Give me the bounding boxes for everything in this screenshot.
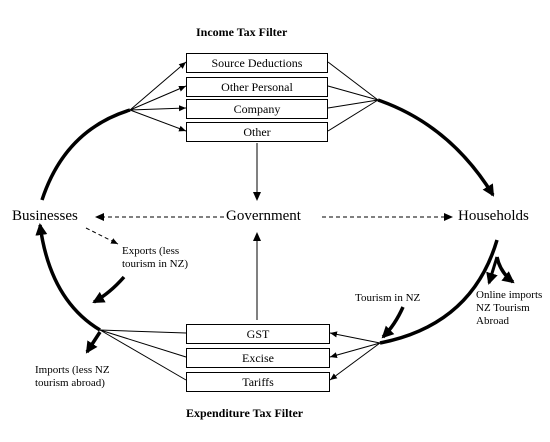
expenditure-tax-filter-title: Expenditure Tax Filter <box>186 406 304 420</box>
online-imports-label: Online imports NZ Tourism Abroad <box>476 289 543 327</box>
node-businesses: Businesses <box>12 208 78 224</box>
income-box-other: Other <box>186 122 328 142</box>
imports-label: Imports (less NZ tourism abroad) <box>35 364 110 389</box>
income-box-source-deductions: Source Deductions <box>186 53 328 73</box>
exports-arrow <box>92 275 126 304</box>
exports-label: Exports (less tourism in NZ) <box>122 245 188 270</box>
loop-top-left-arc <box>40 108 131 201</box>
income-box-other-personal: Other Personal <box>186 77 328 97</box>
node-government: Government <box>226 208 301 224</box>
income-box-company: Company <box>186 99 328 119</box>
tourism-in-nz-arrow <box>381 306 405 339</box>
loop-bottom-right-arc <box>379 239 499 345</box>
tourism-in-nz-label: Tourism in NZ <box>355 292 421 304</box>
node-households: Households <box>458 208 529 224</box>
imports-arrow <box>85 331 102 354</box>
loop-top-right-arc <box>377 98 495 197</box>
online-imports-arrow <box>495 256 515 284</box>
expenditure-box-excise: Excise <box>186 348 330 368</box>
expenditure-box-tariffs: Tariffs <box>186 372 330 392</box>
loop-bottom-left-arc <box>35 223 101 332</box>
expenditure-box-gst: GST <box>186 324 330 344</box>
income-tax-filter-title: Income Tax Filter <box>196 25 288 39</box>
